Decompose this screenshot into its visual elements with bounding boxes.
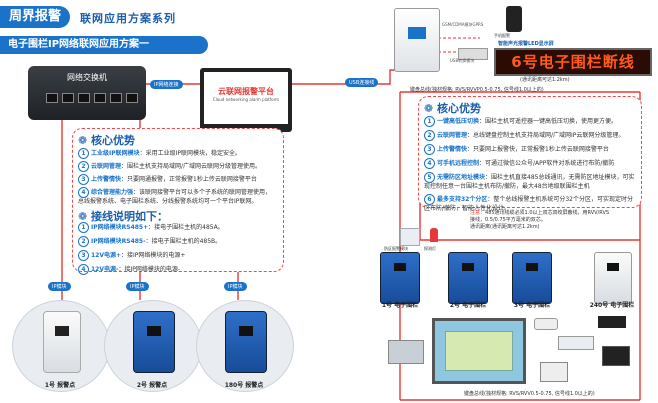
fence-unit-2: [448, 252, 488, 304]
zone-module: [400, 228, 420, 246]
ip-module-tag: IP模块: [224, 282, 247, 291]
alarm-point-2-label: 2号 报警点: [136, 382, 168, 389]
alarm-point-2: [104, 300, 202, 392]
bus-spec-top: 键盘总线(独材规格: RVS/RVVP0.5-0.75, 信号线1.0以上的): [410, 87, 544, 93]
fence-unit-2-label: 2号 电子围栏: [449, 302, 487, 309]
usb-line-label: USB连接线: [345, 78, 379, 87]
detector-light: [430, 228, 438, 242]
right-info-panel: [418, 96, 642, 208]
ip-module-tag: IP模块: [126, 282, 149, 291]
usb-module: [458, 48, 488, 60]
map-board: [432, 318, 526, 384]
bus-host: [394, 8, 440, 72]
line-note: [419, 200, 640, 241]
fence-unit-240-label: 240号 电子围栏: [589, 302, 635, 309]
phone-label: 手机报警: [494, 33, 510, 38]
keyboard: [540, 362, 568, 382]
alarm-point-180: [196, 300, 294, 392]
left-info-panel: [72, 128, 284, 272]
page-title: 电子围栏IP网络联网应用方案一: [0, 36, 208, 54]
board-chip: [388, 340, 424, 364]
switch-label: 网络交换机: [67, 73, 107, 82]
zone-module-label: 防区报警模块: [384, 246, 408, 251]
switch-ports: [46, 93, 146, 103]
gsm-label: GSM/CDMA模块GPRS: [442, 22, 484, 27]
alarm-point-1-label: 1号 报警点: [44, 382, 76, 389]
fence-unit-3: [512, 252, 552, 304]
alarm-point-180-label: 180号 报警点: [224, 382, 264, 389]
wiring-head: ❁ 接线说明如下：: [78, 210, 169, 223]
alarm-module: [558, 336, 594, 350]
usb-label: USB转换模块: [450, 58, 475, 63]
fence-unit-1: [380, 252, 420, 304]
ip-net-label: IP网络连接: [150, 80, 183, 89]
wiring-note: 注意：485通讯线缆必须1.0以上双芯双绞屏蔽线，用RVV/RVS 接线，0.5…: [470, 210, 610, 230]
right-core-head: ❁ 核心优势: [424, 102, 482, 115]
monitor: 云联网报警平台 Cloud networking alarm platform: [200, 68, 292, 138]
network-switch: 网络交换机: [28, 66, 146, 120]
fence-unit-3-label: 3号 电子围栏: [513, 302, 551, 309]
comm-distance: (通讯距离可达1.2km): [520, 77, 570, 83]
bus-spec-bottom: 键盘总线(独材规格: RVS/RVV0.5-0.75, 信号线1.0以上的): [464, 391, 595, 397]
dvr: [598, 316, 626, 328]
phone: [506, 6, 522, 32]
header-badge: 周界报警: [0, 6, 70, 28]
core-head: ❁ 核心优势: [78, 134, 136, 147]
alarm-point-1: [12, 300, 110, 392]
fence-unit-240: [594, 252, 632, 304]
platform-title: 云联网报警平台: [218, 87, 274, 96]
camera: [534, 318, 558, 330]
ip-module-tag: IP模块: [48, 282, 71, 291]
fence-unit-1-label: 1号 电子围栏: [381, 302, 419, 309]
led-display: 6号电子围栏断线: [494, 48, 652, 76]
led-label: 智能声光报警LED显示屏: [498, 41, 554, 47]
monitor-screen: [602, 346, 630, 366]
detector-label: 探测灯: [424, 246, 436, 251]
platform-subtitle: Cloud networking alarm platform: [212, 97, 280, 102]
header-series: 联网应用方案系列: [80, 12, 176, 25]
